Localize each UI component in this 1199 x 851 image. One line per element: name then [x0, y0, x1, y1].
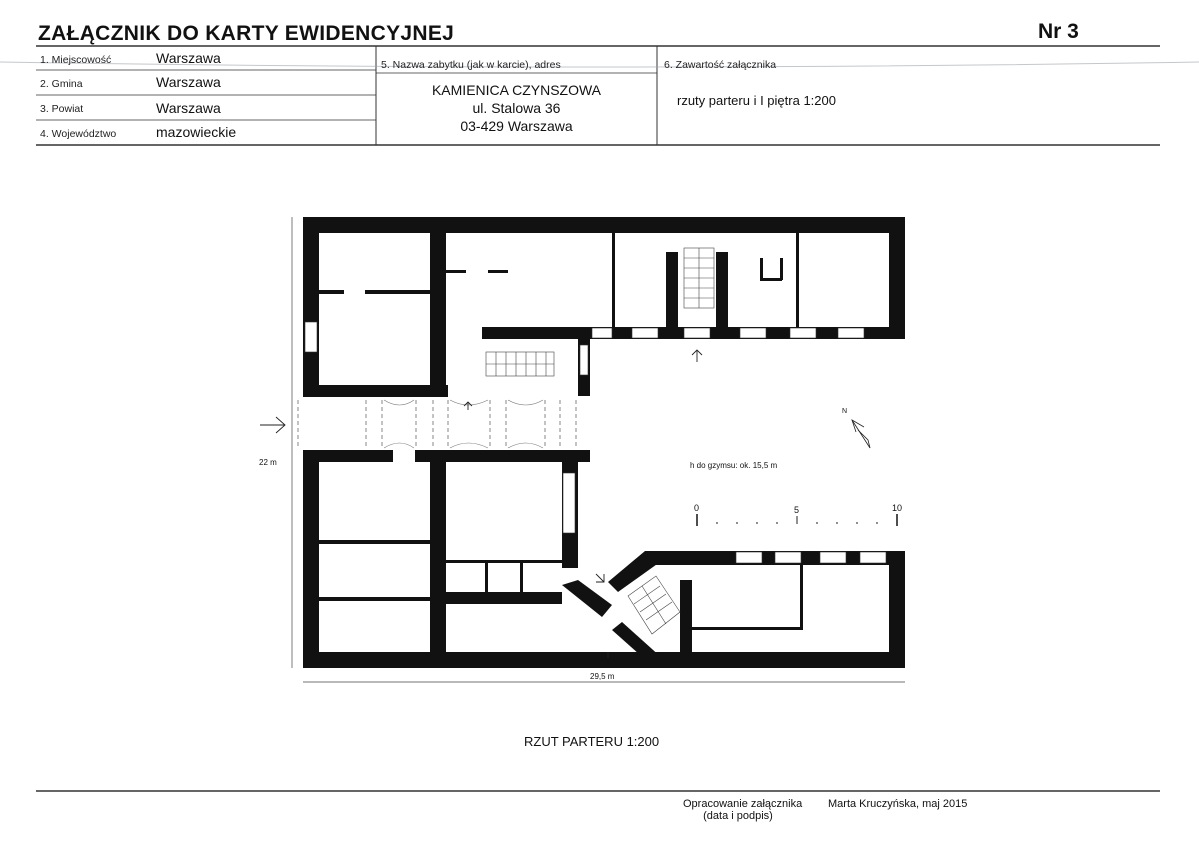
staircases	[485, 247, 715, 635]
monument-street: ul. Stalowa 36	[472, 100, 561, 116]
scan-artifact-line	[0, 61, 1199, 68]
field-value-wojewodztwo: mazowieckie	[156, 124, 237, 140]
field-label-wojewodztwo: 4. Województwo	[40, 128, 117, 140]
field-label-powiat: 3. Powiat	[40, 103, 84, 115]
windows	[304, 321, 887, 564]
monument-name: KAMIENICA CZYNSZOWA	[431, 82, 602, 98]
scale-tick-0: 0	[694, 503, 700, 513]
field-label-gmina: 2. Gmina	[40, 78, 83, 90]
plan-caption: RZUT PARTERU 1:200	[524, 734, 660, 749]
monument-label: 5. Nazwa zabytku (jak w karcie), adres	[381, 59, 561, 71]
scale-tick-5: 5	[794, 505, 800, 515]
contents-value: rzuty parteru i I piętra 1:200	[677, 93, 836, 108]
cornice-height-note: h do gzymsu: ok. 15,5 m	[690, 461, 778, 470]
gate-passage	[297, 400, 577, 448]
field-value-gmina: Warszawa	[156, 74, 221, 90]
north-label: N	[842, 408, 848, 415]
contents-label: 6. Zawartość załącznika	[664, 59, 777, 71]
walls	[303, 217, 905, 668]
document-title: ZAŁĄCZNIK DO KARTY EWIDENCYJNEJ	[38, 22, 455, 45]
field-label-miejscowosc: 1. Miejscowość	[40, 54, 112, 66]
dimension-horizontal-label: 29,5 m	[590, 672, 615, 681]
form-table-lines	[36, 45, 1160, 146]
dimension-lines	[291, 217, 905, 683]
prepared-sub: (data i podpis)	[703, 810, 773, 822]
monument-city: 03-429 Warszawa	[460, 118, 573, 134]
scale-bar	[696, 514, 898, 526]
dimension-vertical-label: 22 m	[259, 458, 277, 467]
door-arcs	[383, 399, 544, 449]
monument-block: KAMIENICA CZYNSZOWA ul. Stalowa 36 03-42…	[376, 81, 657, 135]
entry-arrows	[260, 349, 703, 658]
field-value-miejscowosc: Warszawa	[156, 50, 221, 66]
scale-tick-10: 10	[892, 503, 903, 513]
north-arrow-icon	[851, 419, 871, 449]
author-signature: Marta Kruczyńska, maj 2015	[828, 798, 968, 810]
prepared-label: Opracowanie załącznika	[683, 798, 803, 810]
field-value-powiat: Warszawa	[156, 100, 221, 116]
prepared-block: Opracowanie załącznika (data i podpis)	[683, 798, 803, 822]
attachment-number: Nr 3	[1038, 20, 1079, 43]
